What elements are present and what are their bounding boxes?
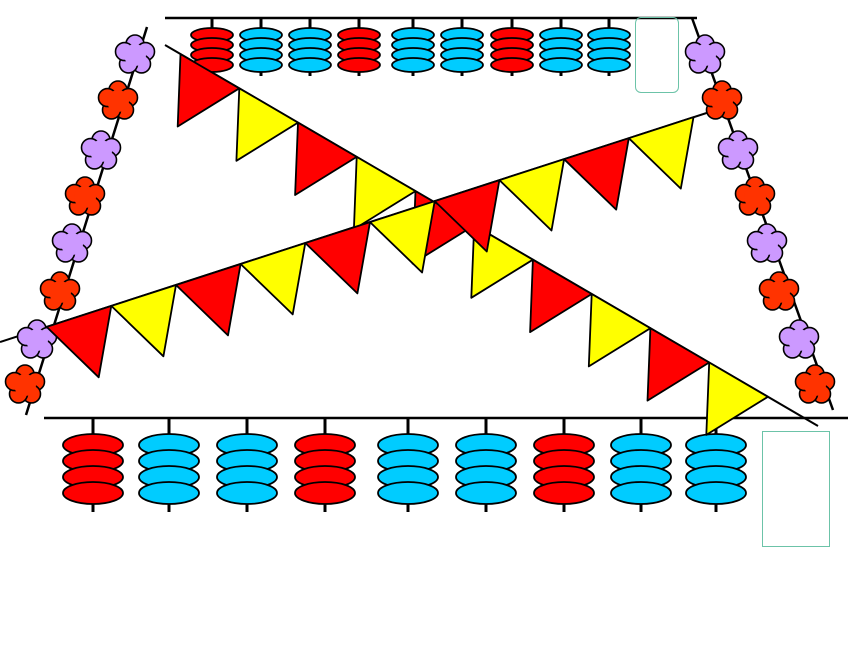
bead-stack [288, 18, 332, 76]
bunting-flag [433, 179, 501, 253]
bead [533, 481, 595, 505]
bead [216, 481, 278, 505]
flower [778, 319, 820, 359]
bunting-flag [304, 221, 371, 295]
bunting-flag [176, 53, 241, 128]
flower [717, 130, 759, 170]
bead-stack [239, 18, 283, 76]
bead [294, 481, 356, 505]
top-bead-row [190, 18, 631, 76]
flower-center [694, 44, 716, 66]
bunting-flag [705, 361, 769, 436]
bunting-flag [587, 293, 652, 368]
flower [114, 34, 156, 74]
bunting-flag [529, 258, 593, 334]
flower-center [768, 281, 790, 303]
bead [62, 481, 124, 505]
right-flower-garland [684, 34, 836, 404]
bead-stack [138, 418, 200, 512]
bead-stack [391, 18, 435, 76]
bunting-flag [45, 304, 113, 379]
flower-center [61, 233, 83, 255]
flower [758, 271, 800, 311]
flower-center [74, 186, 96, 208]
bunting-flag [369, 200, 436, 274]
bead-stack [455, 418, 517, 512]
flower [746, 223, 788, 263]
bead-stack [190, 18, 234, 76]
flower [16, 319, 58, 359]
flower [701, 80, 743, 120]
bead-stack [216, 418, 278, 512]
flower-center [14, 374, 36, 396]
bunting-flag [627, 116, 695, 190]
bead-stack [62, 418, 124, 512]
flower-center [107, 90, 129, 112]
bead-stack [539, 18, 583, 76]
flower [97, 80, 139, 120]
flower-center [804, 374, 826, 396]
bead [440, 57, 484, 73]
bunting-flag [563, 137, 630, 211]
bunting-flag [110, 284, 177, 358]
flower-center [756, 233, 778, 255]
bottom-answer-box[interactable] [762, 431, 830, 547]
flower [51, 223, 93, 263]
bunting-flag [646, 327, 711, 402]
bead-stack [610, 418, 672, 512]
bead [455, 481, 517, 505]
bead-stack [337, 18, 381, 76]
bead [337, 57, 381, 73]
flower [734, 176, 776, 216]
flower-center [26, 329, 48, 351]
bunting-flag [498, 158, 565, 232]
flower [684, 34, 726, 74]
flower [4, 364, 46, 404]
top-answer-box[interactable] [635, 17, 679, 93]
bead-stack [294, 418, 356, 512]
bead [685, 481, 747, 505]
flower [64, 176, 106, 216]
flower-center [744, 186, 766, 208]
flower-center [90, 140, 112, 162]
bunting-flag [352, 155, 417, 231]
bunting-flag [235, 87, 299, 162]
bead [539, 57, 583, 73]
bead [391, 57, 435, 73]
bunting-flag [294, 121, 358, 196]
left-flower-garland [4, 34, 156, 404]
ascending-flag-bunting [45, 116, 695, 379]
flower-center [788, 329, 810, 351]
bead [288, 57, 332, 73]
descending-flag-bunting [176, 53, 769, 436]
bead-stack [587, 18, 631, 76]
flower-center [711, 90, 733, 112]
bottom-bead-row [62, 418, 747, 512]
bead [377, 481, 439, 505]
bunting-flag [239, 242, 307, 316]
bead [239, 57, 283, 73]
bead-stack [533, 418, 595, 512]
flower-center [49, 281, 71, 303]
flower [39, 271, 81, 311]
flower-center [727, 140, 749, 162]
bead [490, 57, 534, 73]
bead-stack [685, 418, 747, 512]
bead [610, 481, 672, 505]
flower [794, 364, 836, 404]
bead-stack [440, 18, 484, 76]
bead-stack [490, 18, 534, 76]
bead-stack [377, 418, 439, 512]
bead [138, 481, 200, 505]
flower [80, 130, 122, 170]
flower-center [124, 44, 146, 66]
bunting-flag [175, 263, 242, 337]
bead [587, 57, 631, 73]
